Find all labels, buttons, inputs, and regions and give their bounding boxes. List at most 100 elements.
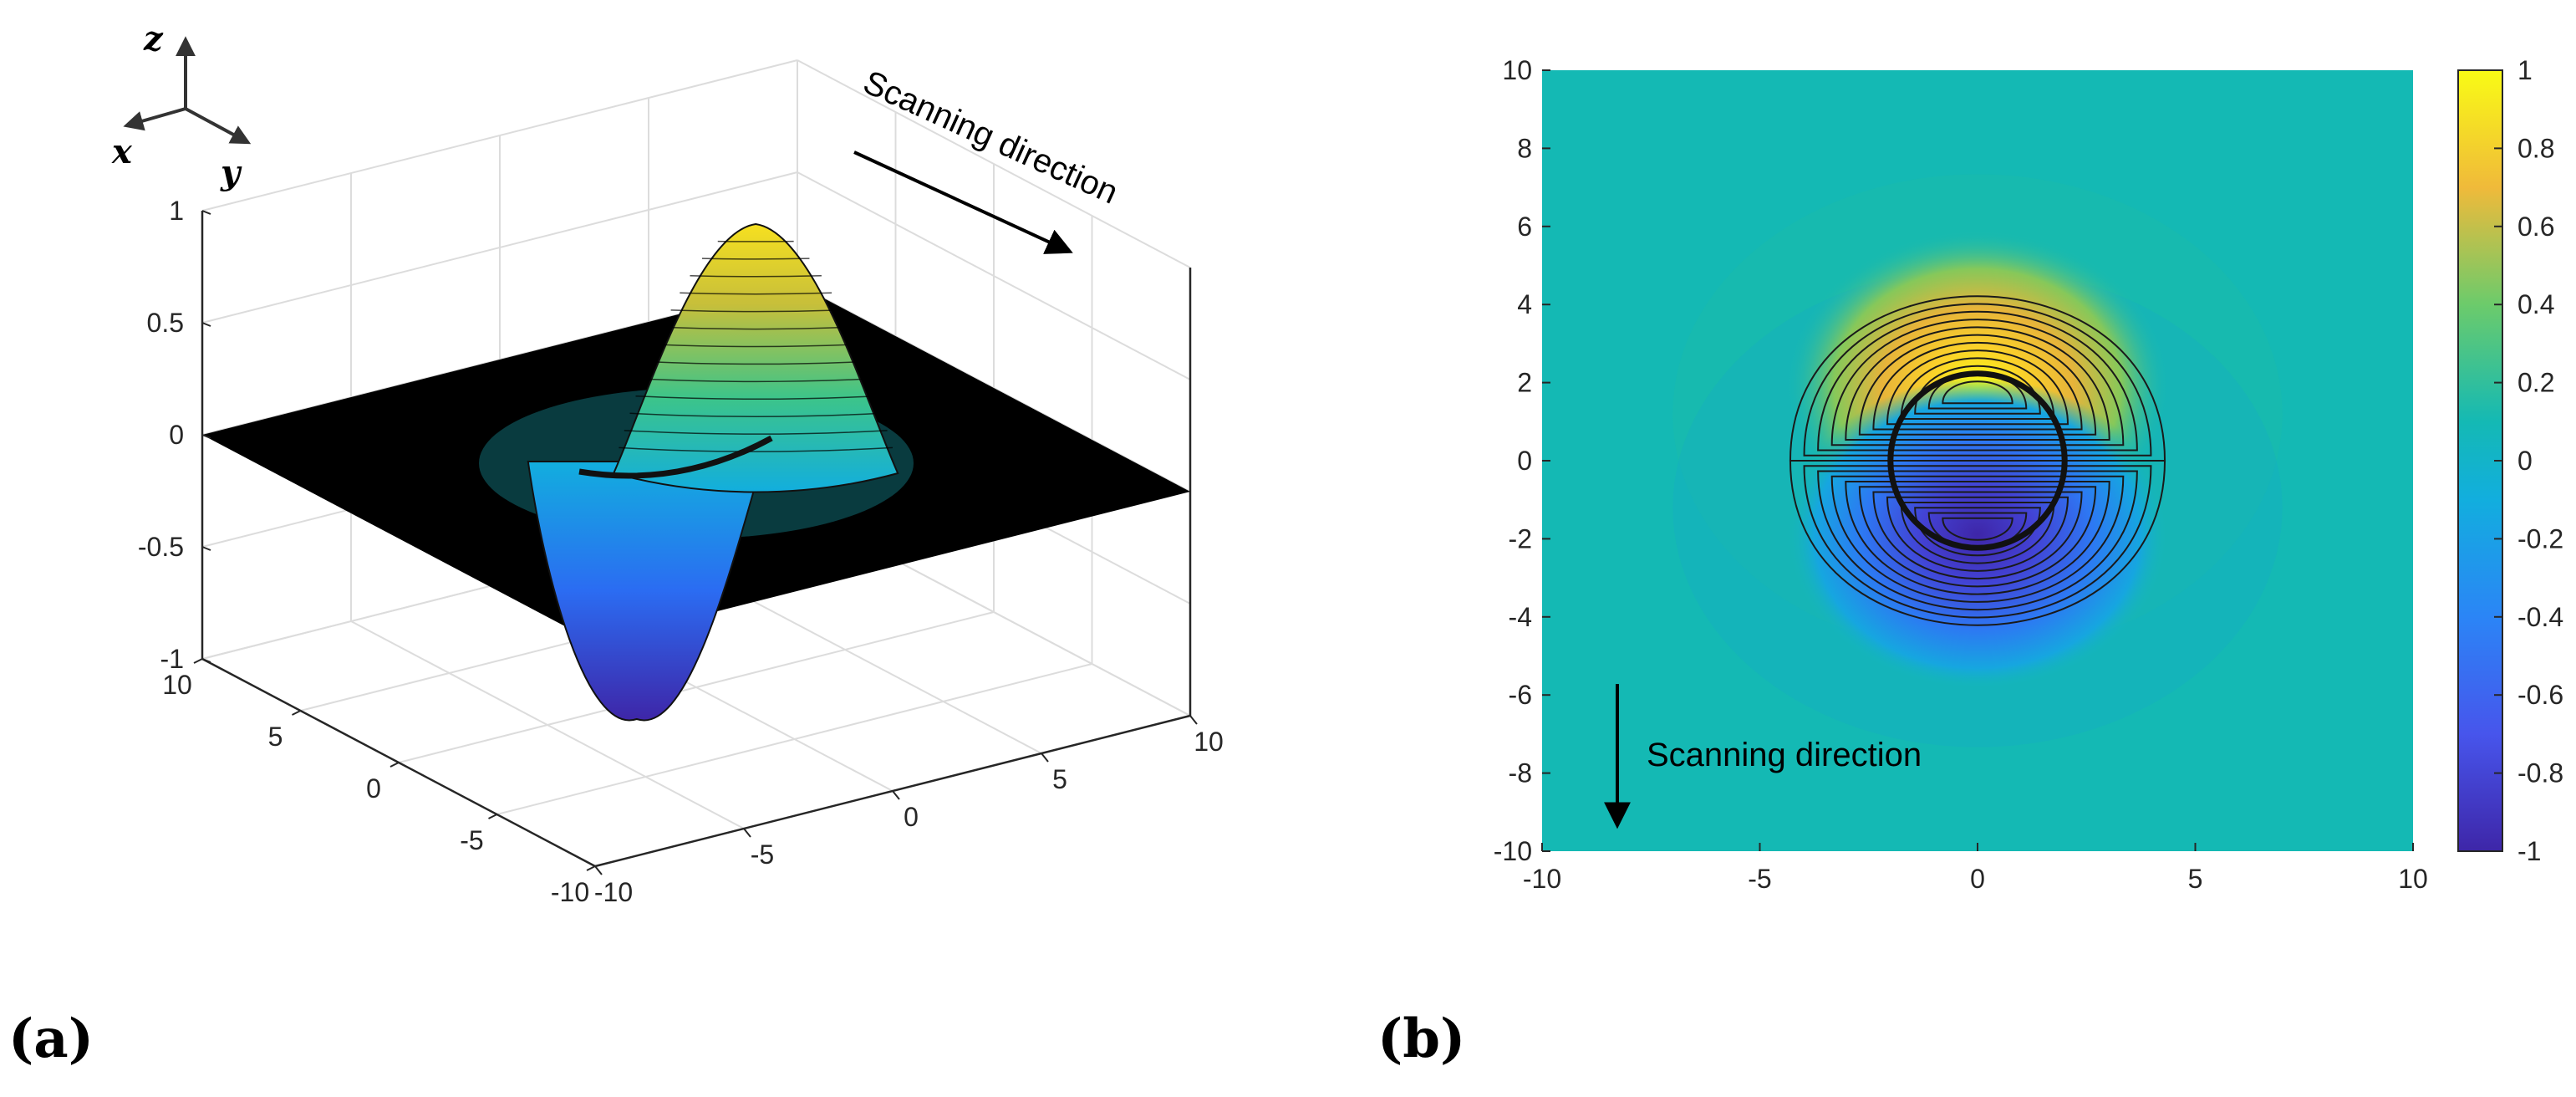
y-tick-label: 5: [1052, 764, 1067, 794]
y-tick-label: -6: [1509, 680, 1532, 710]
z-tick: [201, 210, 211, 215]
mesh-line: [629, 412, 882, 417]
y-tick-label: -5: [751, 839, 774, 870]
axis-triad: z x y: [111, 19, 252, 192]
mesh-line: [619, 446, 893, 452]
grid-line: [201, 171, 798, 324]
colorbar-tick-label: -0.8: [2517, 758, 2563, 788]
triad-y-label: y: [220, 153, 242, 192]
x-tick-label: 0: [366, 773, 381, 804]
y-tick-label: -10: [1494, 836, 1532, 866]
grid-line: [797, 59, 1191, 268]
panel-a-label: (a): [8, 1008, 94, 1070]
x-tick: [193, 658, 203, 664]
x-tick: [389, 762, 400, 768]
contour-line-positive: [1886, 350, 2069, 426]
grid-line: [797, 171, 1191, 380]
contour-line-positive: [1830, 319, 2125, 446]
x-tick-label: 10: [162, 670, 192, 700]
panel-b-plot-area: [1542, 70, 2413, 851]
triad-x-label: x: [111, 132, 133, 171]
contour-line-negative: [1830, 475, 2125, 603]
y-tick-label: 10: [1194, 727, 1224, 757]
negative-peak: [1785, 378, 2170, 692]
y-tick-label: 8: [1517, 133, 1532, 163]
colorbar-tick-label: 0.8: [2517, 133, 2554, 163]
y-tick-label: -8: [1509, 758, 1532, 788]
contour-line-positive: [1858, 334, 2097, 436]
z-tick-label: 0: [169, 420, 184, 450]
colorbar-tick-label: -0.6: [2517, 680, 2563, 710]
mesh-line: [624, 430, 888, 435]
y-tick-label: 0: [1517, 446, 1532, 476]
y-tick-label: 0: [904, 802, 919, 832]
contour-line-negative: [1789, 460, 2166, 626]
z-tick-label: 0.5: [147, 308, 184, 338]
contour-line-negative: [1872, 491, 2083, 579]
x-tick-label: -5: [460, 825, 483, 855]
y-tick-label: 6: [1517, 212, 1532, 242]
panel-b-scan-label: Scanning direction: [1647, 737, 1922, 773]
contour-line-positive: [1789, 295, 2166, 462]
mesh-line: [701, 258, 810, 260]
x-tick-label: 5: [268, 722, 283, 752]
grid-line: [201, 59, 798, 212]
contour-line-negative: [1845, 481, 2110, 595]
z-tick-label: 1: [169, 196, 184, 226]
contour-line-positive: [1942, 380, 2013, 405]
colorbar-tick-label: 1: [2517, 55, 2533, 85]
colorbar-tick-label: -0.4: [2517, 602, 2563, 632]
contour-line-negative: [1942, 517, 2013, 541]
colorbar-tick-label: 0.2: [2517, 368, 2554, 398]
mesh-line: [641, 378, 870, 383]
panel-a-scan-label: Scanning direction: [858, 64, 1123, 212]
y-tick-label: -10: [594, 877, 633, 907]
contour-line-negative: [1886, 496, 2069, 572]
mesh-line: [648, 360, 863, 365]
contour-line-positive: [1803, 303, 2152, 457]
panel-a-scan-arrow: [853, 151, 1073, 254]
y-tick-label: -2: [1509, 523, 1532, 554]
surface-trough: [527, 461, 764, 722]
y-tick-label: 10: [1502, 55, 1532, 85]
x-tick-label: -10: [1523, 864, 1561, 894]
surface-peak: [612, 222, 899, 493]
x-tick: [488, 814, 497, 819]
y-tick: [892, 790, 900, 800]
contour-line-positive: [1872, 342, 2083, 431]
heatmap-clip-group: [1672, 174, 2283, 747]
y-tick: [594, 865, 603, 875]
mesh-line: [635, 395, 876, 401]
x-tick-label: 5: [2188, 864, 2203, 894]
z-tick: [201, 434, 211, 439]
mesh-line: [654, 344, 857, 348]
triad-z-label: z: [143, 19, 164, 59]
z-tick: [201, 546, 211, 551]
contour-line-negative: [1900, 502, 2055, 564]
z-tick: [201, 322, 211, 327]
zero-ring: [578, 435, 773, 479]
panel-a-surface: [202, 222, 1190, 722]
y-tick: [743, 828, 751, 838]
colorbar-tick-label: -1: [2517, 836, 2541, 866]
y-tick-label: 4: [1517, 289, 1532, 319]
mesh-line: [662, 326, 849, 330]
y-tick-label: -4: [1509, 602, 1532, 632]
contour-line-positive: [1900, 357, 2055, 420]
contour-line-negative: [1803, 465, 2152, 619]
z-tick-label: -1: [160, 644, 184, 674]
circle-outline: [1887, 370, 2068, 551]
colorbar-tick-label: -0.2: [2517, 523, 2563, 554]
z-tick: [201, 658, 211, 663]
x-tick-label: -10: [551, 877, 589, 907]
z-tick-label: -0.5: [138, 532, 184, 562]
colorbar-tick-label: 0.6: [2517, 212, 2554, 242]
contour-line-positive: [1817, 310, 2138, 452]
y-tick: [1189, 715, 1198, 725]
contour-line-positive: [1845, 326, 2110, 441]
panel-b-label: (b): [1377, 1008, 1465, 1070]
